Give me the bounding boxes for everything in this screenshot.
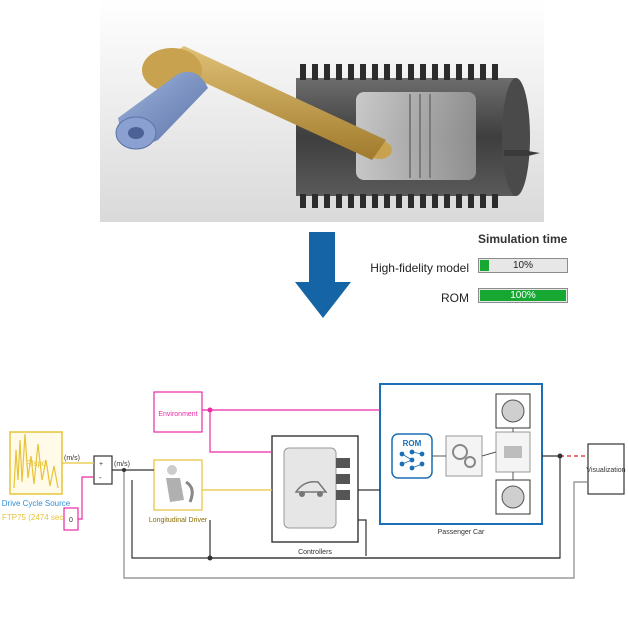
progress-bar-rom: 100% xyxy=(478,288,568,303)
crankshaft xyxy=(115,71,208,150)
constant-block[interactable]: 0 xyxy=(63,507,79,531)
progress-bar-hifi: 10% xyxy=(478,258,568,273)
controllers-block[interactable]: Controllers xyxy=(271,435,359,556)
down-arrow-icon xyxy=(295,232,351,323)
passenger-car-label: Passenger Car xyxy=(438,529,485,536)
sum-sign-plus: + xyxy=(99,461,103,468)
longitudinal-driver-label: Longitudinal Driver xyxy=(149,517,208,524)
progress-fill-rom xyxy=(480,290,566,301)
drive-cycle-unit: (m/s) xyxy=(64,455,80,462)
sim-row-label-rom: ROM xyxy=(441,291,469,305)
visualization-label: Visualization xyxy=(586,467,625,474)
progress-text-hifi: 10% xyxy=(512,260,533,271)
drive-cycle-plot-text: Rlspd xyxy=(26,459,46,468)
environment-block[interactable]: Environment xyxy=(153,391,203,433)
block-diagram: Rlspd (m/s) Drive Cycle Source FTP75 (24… xyxy=(2,383,626,579)
rom-label: ROM xyxy=(403,439,422,448)
passenger-car-block[interactable]: ROM Passenger Car xyxy=(379,383,543,536)
engine-cutaway-image xyxy=(100,0,544,222)
constant-value: 0 xyxy=(69,517,73,524)
progress-text-rom: 100% xyxy=(510,290,536,301)
drive-cycle-sublabel: FTP75 (2474 secs) xyxy=(2,513,70,522)
environment-label: Environment xyxy=(158,411,197,418)
sim-row-label-hifi: High-fidelity model xyxy=(370,261,469,275)
sum-unit: (m/s) xyxy=(114,461,130,468)
sum-block[interactable]: + - (m/s) xyxy=(93,455,130,485)
drive-cycle-source-block[interactable]: Rlspd (m/s) Drive Cycle Source FTP75 (24… xyxy=(2,431,80,522)
progress-fill-hifi xyxy=(480,260,489,271)
longitudinal-driver-block[interactable]: Longitudinal Driver xyxy=(149,459,208,524)
controllers-label: Controllers xyxy=(298,549,332,556)
sum-sign-minus: - xyxy=(99,473,102,482)
signal-dots xyxy=(122,407,563,561)
simulation-time-title: Simulation time xyxy=(478,232,568,246)
drive-cycle-label: Drive Cycle Source xyxy=(2,499,71,508)
visualization-block[interactable]: Visualization xyxy=(586,443,626,495)
